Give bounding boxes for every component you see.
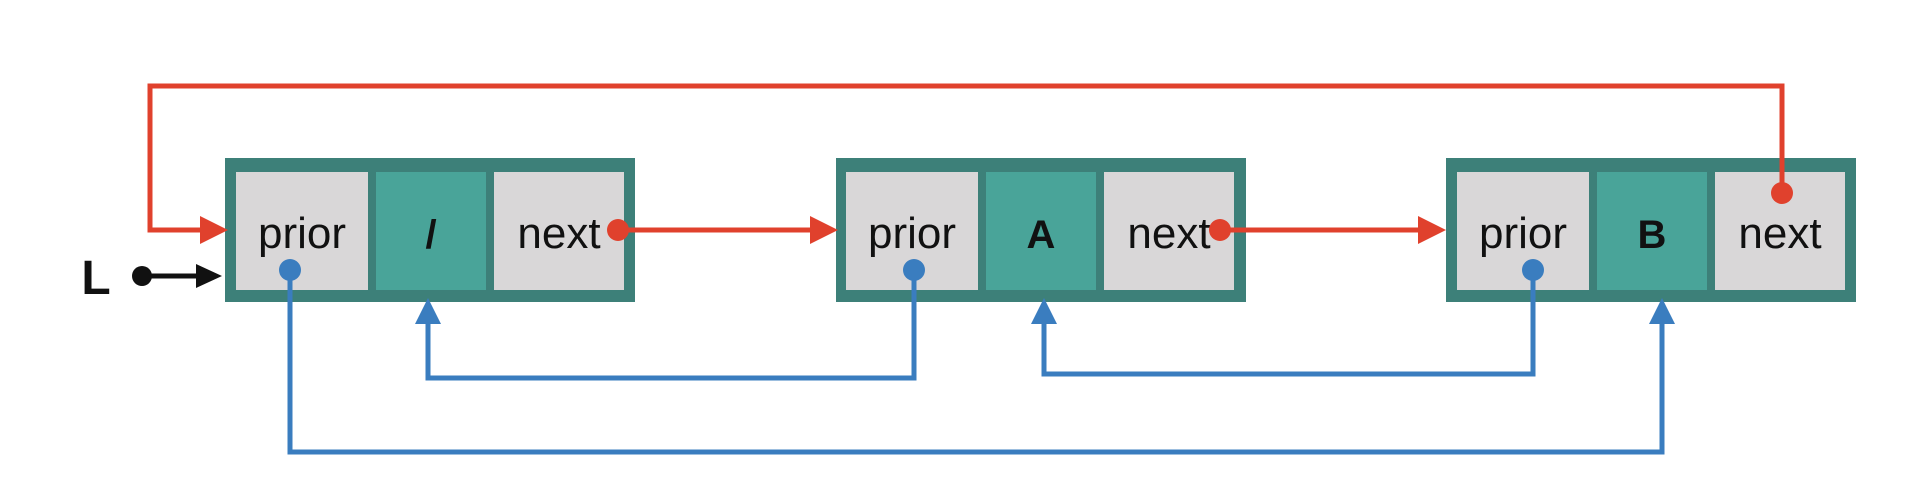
list-node-head: prior / next [225, 158, 635, 302]
prior-link-a-line [425, 270, 917, 381]
node-b-prior-label: prior [1479, 209, 1567, 258]
node-b-data-cell [1597, 172, 1707, 290]
next-link-b-arrowhead [200, 216, 228, 244]
prior-link-head-line [287, 270, 1665, 455]
node-head-data-label: / [425, 213, 436, 257]
head-pointer: L [81, 252, 222, 305]
node-a-prior-label: prior [868, 209, 956, 258]
node-head-next-label: next [517, 209, 600, 258]
next-link-head-arrowhead [810, 216, 838, 244]
prior-link-b-line [1041, 270, 1536, 377]
head-pointer-label: L [81, 252, 110, 305]
list-node-a: prior A next [836, 158, 1246, 302]
node-b-data-label: B [1638, 213, 1667, 257]
next-link-b-line [147, 83, 1785, 233]
node-b-next-label: next [1738, 209, 1821, 258]
prior-link-head-arrowhead [1649, 298, 1675, 324]
node-a-next-label: next [1127, 209, 1210, 258]
prior-link-b-arrowhead [1031, 298, 1057, 324]
node-head-data-cell [376, 172, 486, 290]
prior-links [279, 259, 1675, 455]
node-a-data-label: A [1027, 213, 1056, 257]
node-head-prior-cell [236, 172, 368, 290]
node-a-data-cell [986, 172, 1096, 290]
node-head-next-cell [494, 172, 624, 290]
next-links [147, 83, 1793, 244]
next-link-a-arrowhead [1418, 216, 1446, 244]
list-node-b: prior B next [1446, 158, 1856, 302]
head-pointer-arrowhead [196, 264, 222, 288]
prior-link-a-arrowhead [415, 298, 441, 324]
node-head-prior-label: prior [258, 209, 346, 258]
